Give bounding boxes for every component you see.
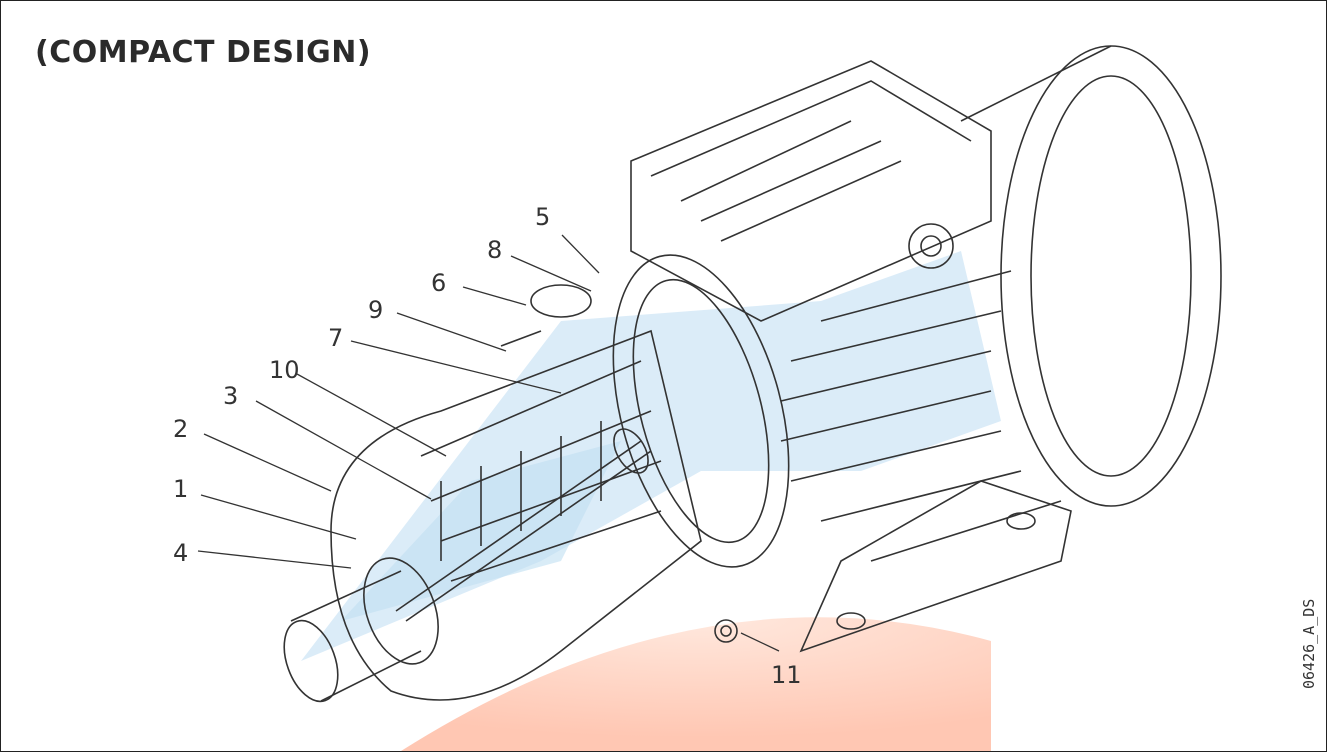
page-title: (COMPACT DESIGN) bbox=[35, 35, 372, 70]
callout-4: 4 bbox=[173, 539, 188, 567]
callout-6: 6 bbox=[431, 269, 446, 297]
drawing-code: 06426_A_DS bbox=[1300, 598, 1318, 689]
drain-plug bbox=[714, 619, 738, 643]
pump-outline bbox=[283, 45, 1222, 703]
callout-leaders bbox=[197, 234, 780, 652]
callout-9: 9 bbox=[368, 296, 383, 324]
inlet-pipe bbox=[290, 570, 422, 702]
callout-7: 7 bbox=[328, 324, 343, 352]
callout-1: 1 bbox=[173, 475, 188, 503]
priming-plug bbox=[530, 284, 592, 318]
motor-foot bbox=[799, 480, 1072, 653]
callout-2: 2 bbox=[173, 415, 188, 443]
cable-gland bbox=[908, 223, 954, 269]
callout-labels: 1 2 3 4 5 6 7 8 9 10 11 bbox=[173, 203, 802, 689]
pump-casing bbox=[330, 329, 702, 701]
callout-3: 3 bbox=[223, 382, 238, 410]
terminal-box bbox=[630, 60, 992, 322]
callout-10: 10 bbox=[269, 356, 300, 384]
callout-11: 11 bbox=[771, 661, 802, 689]
callout-5: 5 bbox=[535, 203, 550, 231]
pump-shaft bbox=[395, 440, 652, 622]
callout-8: 8 bbox=[487, 236, 502, 264]
motor-end-cap bbox=[1000, 45, 1222, 507]
motor-flange bbox=[612, 254, 790, 568]
orange-flow-region bbox=[401, 617, 991, 751]
